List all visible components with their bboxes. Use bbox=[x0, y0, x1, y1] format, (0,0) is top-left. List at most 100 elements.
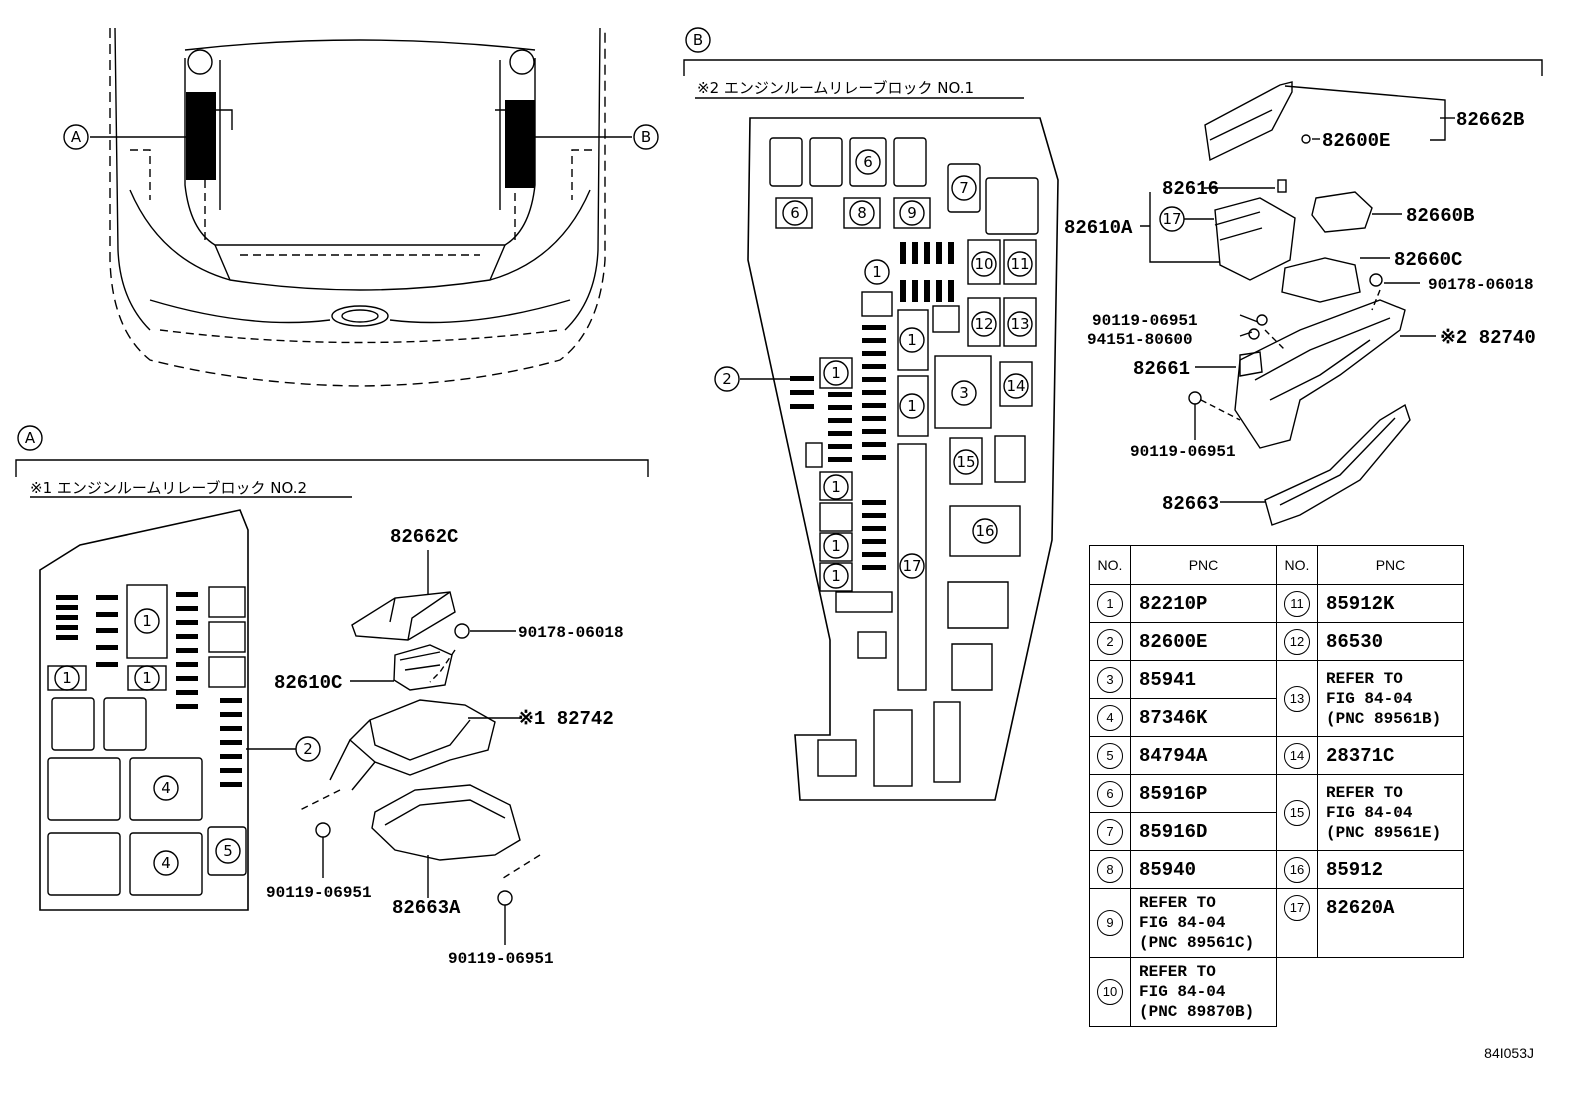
pnc-value: 82600E bbox=[1130, 622, 1277, 661]
section-b-marker: B bbox=[693, 31, 703, 49]
part-82610C: 82610C bbox=[274, 672, 342, 694]
part-94151-80600: 94151-80600 bbox=[1087, 331, 1193, 349]
figure-code: 84I053J bbox=[1484, 1045, 1534, 1061]
section-b-num-7: 7 bbox=[959, 179, 969, 197]
part-82663: 82663 bbox=[1162, 493, 1219, 515]
col-no-right: NO. bbox=[1276, 545, 1318, 585]
col-pnc-left: PNC bbox=[1130, 545, 1277, 585]
section-b-num-1f: 1 bbox=[831, 537, 841, 555]
row-number: 7 bbox=[1097, 818, 1123, 845]
section-b-num-1d: 1 bbox=[831, 364, 841, 382]
row-number: 3 bbox=[1097, 666, 1123, 693]
section-b-num-8: 8 bbox=[857, 204, 867, 222]
pnc-value: REFER TO FIG 84-04 (PNC 89561E) bbox=[1317, 774, 1464, 851]
section-b-num-15: 15 bbox=[956, 453, 975, 471]
pnc-value: 85940 bbox=[1130, 850, 1277, 889]
row-number: 9 bbox=[1097, 910, 1123, 936]
pnc-value: REFER TO FIG 84-04 (PNC 89561C) bbox=[1130, 888, 1277, 958]
pnc-table: NO. PNC NO. PNC 1 82210P 11 85912K 2 826… bbox=[1089, 545, 1464, 1027]
section-b-num-1c: 1 bbox=[907, 397, 917, 415]
section-b-marker-icon bbox=[685, 27, 711, 53]
pnc-value: REFER TO FIG 84-04 (PNC 89561B) bbox=[1317, 660, 1464, 737]
row-number: 1 bbox=[1097, 590, 1123, 617]
section-b-num-1e: 1 bbox=[831, 478, 841, 496]
section-a-fuse-bars bbox=[56, 592, 242, 787]
row-number: 17 bbox=[1284, 895, 1310, 921]
part-90119-06951-b1: 90119-06951 bbox=[1092, 312, 1198, 330]
part-82610A: 82610A bbox=[1064, 217, 1133, 239]
pnc-value: 85916D bbox=[1130, 812, 1277, 851]
section-b-num-2: 2 bbox=[722, 370, 732, 388]
pnc-value: 85912K bbox=[1317, 584, 1464, 623]
part-82742: ※1 82742 bbox=[518, 708, 614, 730]
part-82663A: 82663A bbox=[392, 897, 461, 919]
pnc-value: 85912 bbox=[1317, 850, 1464, 889]
section-a-num-1c: 1 bbox=[142, 669, 152, 687]
section-b-num-12: 12 bbox=[974, 315, 993, 333]
section-b-num-3: 3 bbox=[959, 384, 969, 402]
part-82740: ※2 82740 bbox=[1440, 327, 1536, 349]
section-b bbox=[683, 27, 1543, 801]
callout-b-letter: B bbox=[641, 128, 651, 146]
section-b-fuse-bars bbox=[790, 242, 954, 570]
section-b-num-13: 13 bbox=[1010, 315, 1029, 333]
row-number: 6 bbox=[1097, 780, 1123, 807]
section-b-num-16: 16 bbox=[975, 522, 994, 540]
section-b-num-1a: 1 bbox=[872, 263, 882, 281]
part-82616: 82616 bbox=[1162, 178, 1219, 200]
section-a-num-5: 5 bbox=[223, 842, 233, 860]
section-a-marker-icon bbox=[17, 425, 43, 451]
pnc-value: 28371C bbox=[1317, 736, 1464, 775]
pnc-value: 86530 bbox=[1317, 622, 1464, 661]
part-90178-06018-a: 90178-06018 bbox=[518, 624, 624, 642]
section-b-num-1g: 1 bbox=[831, 567, 841, 585]
car-top-view bbox=[63, 27, 659, 387]
section-a-num-4b: 4 bbox=[161, 854, 171, 872]
row-number: 4 bbox=[1097, 704, 1123, 731]
section-a-num-2: 2 bbox=[303, 740, 313, 758]
pnc-value: 82620A bbox=[1317, 888, 1464, 958]
part-82662B: 82662B bbox=[1456, 109, 1524, 131]
section-a-num-1a: 1 bbox=[142, 612, 152, 630]
pnc-value: 84794A bbox=[1130, 736, 1277, 775]
pnc-value: 82210P bbox=[1130, 584, 1277, 623]
callout-a-letter: A bbox=[71, 128, 82, 146]
part-90119-06951-a1: 90119-06951 bbox=[266, 884, 372, 902]
section-b-callout-17: 17 bbox=[1162, 210, 1181, 228]
row-number: 16 bbox=[1284, 856, 1310, 883]
section-b-num-6a: 6 bbox=[863, 153, 873, 171]
section-b-num-6b: 6 bbox=[790, 204, 800, 222]
part-82660C: 82660C bbox=[1394, 249, 1462, 271]
section-b-num-10: 10 bbox=[974, 255, 993, 273]
part-82661: 82661 bbox=[1133, 358, 1190, 380]
part-90178-06018-b: 90178-06018 bbox=[1428, 276, 1534, 294]
row-number: 10 bbox=[1097, 979, 1123, 1005]
section-a-num-1b: 1 bbox=[62, 669, 72, 687]
pnc-value: 85916P bbox=[1130, 774, 1277, 813]
section-b-num-17: 17 bbox=[902, 557, 921, 575]
row-number: 2 bbox=[1097, 628, 1123, 655]
col-no-left: NO. bbox=[1089, 545, 1131, 585]
row-number: 15 bbox=[1284, 799, 1310, 826]
callout-b-icon bbox=[633, 124, 659, 150]
row-number: 12 bbox=[1284, 628, 1310, 655]
section-a bbox=[15, 425, 649, 945]
part-82600E: 82600E bbox=[1322, 130, 1390, 152]
section-a-title: ※1 エンジンルームリレーブロック NO.2 bbox=[30, 479, 307, 497]
pnc-value: 87346K bbox=[1130, 698, 1277, 737]
row-number: 13 bbox=[1284, 685, 1310, 712]
row-number: 5 bbox=[1097, 742, 1123, 769]
callout-a-icon bbox=[63, 124, 89, 150]
section-b-num-11: 11 bbox=[1010, 255, 1029, 273]
section-b-num-9: 9 bbox=[907, 204, 917, 222]
part-90119-06951-b2: 90119-06951 bbox=[1130, 443, 1236, 461]
pnc-value: 85941 bbox=[1130, 660, 1277, 699]
pnc-value: REFER TO FIG 84-04 (PNC 89870B) bbox=[1130, 957, 1277, 1027]
part-90119-06951-a2: 90119-06951 bbox=[448, 950, 554, 968]
row-number: 11 bbox=[1284, 590, 1310, 617]
section-b-num-14: 14 bbox=[1006, 377, 1025, 395]
col-pnc-right: PNC bbox=[1317, 545, 1464, 585]
section-a-num-4a: 4 bbox=[161, 779, 171, 797]
section-b-num-1b: 1 bbox=[907, 331, 917, 349]
